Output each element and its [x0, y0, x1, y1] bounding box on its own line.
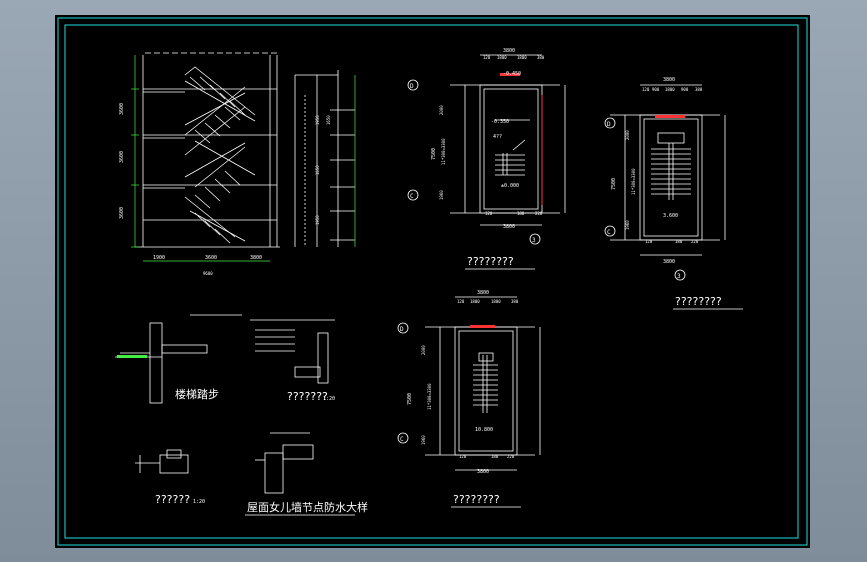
- plan3-dim-c: 1800: [491, 299, 501, 304]
- plan1-axis-D-marker: [407, 79, 419, 91]
- detail3-scale: 1:20: [193, 499, 205, 505]
- plan1-side: 7500: [431, 148, 437, 160]
- plan3-bot-3: 220: [507, 454, 515, 459]
- plan1-dim-a: 120: [483, 55, 491, 60]
- section-dimensions: [131, 55, 356, 262]
- section-total: 9600: [203, 271, 213, 276]
- drawing-canvas: 3600 3600 3600 1900 3600 3800 9600 1950 …: [57, 17, 808, 546]
- plan1-dim-b: 1800: [497, 55, 507, 60]
- plan2-bot-1: 120: [645, 239, 653, 244]
- plan2-dim-e: 380: [695, 87, 703, 92]
- plan3-door-mark: [470, 325, 495, 328]
- plan2-axis-col: 3: [677, 273, 681, 280]
- inner-frame: [64, 24, 799, 539]
- plan3-dim-total: 3800: [477, 290, 489, 296]
- plan3-side: 7500: [407, 393, 413, 405]
- plan2-title: ????????: [675, 295, 722, 308]
- detail3-title: ??????: [155, 493, 190, 506]
- plan3-left-1: 2000: [421, 345, 426, 355]
- section-dim-2: 3600: [205, 255, 217, 261]
- plan2-level: 3.600: [663, 213, 678, 219]
- plan3-bot-total: 3800: [477, 469, 489, 475]
- detail4-title: 屋面女儿墙节点防水大样: [247, 500, 368, 514]
- section-side-1: 1950: [315, 115, 320, 125]
- plan1-left-2: 1960: [439, 190, 444, 200]
- plan3-axis-top: D: [400, 326, 404, 333]
- plan1-axis-top: D: [410, 83, 414, 90]
- plan2-bot-3: 220: [691, 239, 699, 244]
- plan1-level-mid: -0.350: [491, 119, 509, 125]
- plan1-door-mark: [500, 73, 520, 76]
- plan2-axis-col-marker: [674, 269, 686, 281]
- stair-section: [135, 52, 355, 248]
- plan1-dim-d: 380: [537, 55, 545, 60]
- section-side-4: 1650: [326, 115, 331, 125]
- detail-3: [135, 449, 189, 474]
- plan3-dim-a: 120: [457, 299, 465, 304]
- plan1-level-low: ±0.000: [501, 183, 519, 189]
- plan1-title: ????????: [467, 255, 514, 268]
- detail2-title: ???????: [287, 390, 328, 403]
- plan3-axis-C-marker: [397, 432, 409, 444]
- plan1-axis-col: 3: [532, 237, 536, 244]
- plan2-dim-total: 3800: [663, 77, 675, 83]
- section-level-2: 3600: [119, 151, 125, 163]
- detail-2: [250, 319, 335, 384]
- plan2-axis-C-marker: [604, 225, 616, 237]
- plan1-bot-2: 180: [517, 211, 525, 216]
- section-dim-3: 3800: [250, 255, 262, 261]
- plan1-dim-total: 3800: [503, 48, 515, 54]
- plan1-level-top: -0.450: [503, 71, 521, 77]
- plan2-left-1: 2000: [625, 130, 630, 140]
- section-level-1: 3600: [119, 103, 125, 115]
- plan2-axis-top: D: [607, 121, 611, 128]
- plan2-side: 7500: [611, 178, 617, 190]
- plan1-sub: 11*300=3300: [441, 138, 446, 165]
- plan3-bot-2: 180: [491, 454, 499, 459]
- plan3-title: ????????: [453, 493, 500, 506]
- plan3-axis-D-marker: [397, 322, 409, 334]
- detail-4: [255, 432, 314, 494]
- plan2-axis-D-marker: [604, 117, 616, 129]
- plan2-sub: 11*300=3300: [631, 168, 636, 195]
- plan2-bot-total: 3800: [663, 259, 675, 265]
- plan3-dim-b: 1800: [470, 299, 480, 304]
- plan3-axis-bottom: C: [400, 436, 404, 443]
- plan1-axis-col-marker: [529, 233, 541, 245]
- detail2-scale: 1:20: [323, 396, 335, 402]
- plan3-bot-1: 120: [459, 454, 467, 459]
- drawing-sheet: 3600 3600 3600 1900 3600 3800 9600 1950 …: [55, 15, 810, 548]
- plan1-bot-1: 120: [485, 211, 493, 216]
- detail1-green-band: [117, 355, 147, 358]
- plan-view-3: [425, 296, 541, 471]
- plan1-bot-3: 220: [535, 211, 543, 216]
- plan3-left-2: 1960: [421, 435, 426, 445]
- section-side-2: 1650: [315, 165, 320, 175]
- plan1-axis-C-marker: [407, 189, 419, 201]
- detail1-title: 楼梯踏步: [175, 387, 219, 401]
- plan2-dim-b: 900: [652, 87, 660, 92]
- plan1-note: 4??: [493, 134, 502, 140]
- plan3-level: 10.800: [475, 427, 493, 433]
- plan1-axis-bottom: C: [410, 193, 414, 200]
- plan1-bot-total: 3800: [503, 224, 515, 230]
- plan2-axis-bottom: C: [607, 229, 611, 236]
- plan2-dim-d: 900: [681, 87, 689, 92]
- plan2-dim-c: 1800: [665, 87, 675, 92]
- section-level-3: 3600: [119, 207, 125, 219]
- plan3-sub: 11*300=3300: [427, 383, 432, 410]
- section-dim-1: 1900: [153, 255, 165, 261]
- section-side-3: 1950: [315, 215, 320, 225]
- plan2-dim-a: 120: [642, 87, 650, 92]
- plan2-bot-2: 180: [675, 239, 683, 244]
- plan1-dim-c: 1800: [517, 55, 527, 60]
- plan-view-1: [450, 54, 566, 226]
- plan3-dim-d: 380: [511, 299, 519, 304]
- outer-frame: [57, 17, 808, 546]
- plan2-door-mark: [655, 115, 685, 118]
- plan2-left-2: 1960: [625, 220, 630, 230]
- plan1-left-1: 2000: [439, 105, 444, 115]
